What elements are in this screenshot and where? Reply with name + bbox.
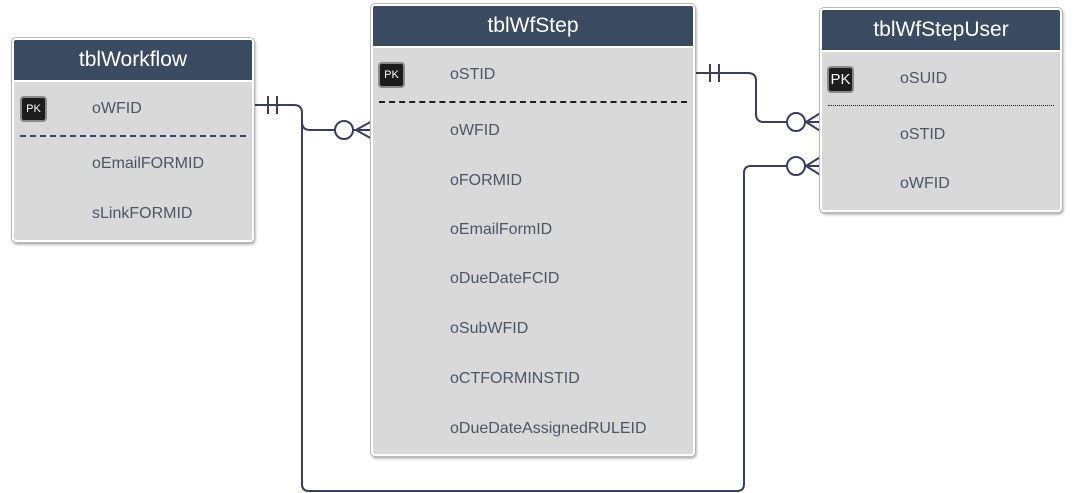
- pk-badge: PK: [827, 66, 854, 93]
- many-mark-3: [804, 155, 823, 177]
- table-workflow[interactable]: tblWorkflow PK oWFID oEmailFORMID sLinkF…: [12, 38, 254, 242]
- many-mark-1: [353, 119, 375, 141]
- zero-mark-1: [334, 120, 354, 140]
- many-mark-2: [804, 111, 823, 133]
- zero-mark-2: [786, 112, 806, 132]
- field-name: oEmailFORMID: [92, 155, 205, 172]
- field-name: oDueDateAssignedRULEID: [450, 420, 647, 437]
- pk-field: oWFID: [92, 100, 142, 117]
- table-title: tblWfStepUser: [822, 10, 1060, 52]
- pk-field: oSTID: [450, 66, 496, 83]
- field-name: oCTFORMINSTID: [450, 370, 580, 387]
- relationship-workflow-stepuser: [301, 120, 822, 492]
- field-name: oWFID: [900, 175, 950, 192]
- field-name: oSTID: [900, 126, 946, 143]
- table-title: tblWfStep: [373, 6, 693, 48]
- relationship-wfstep-stepuser: [692, 72, 822, 123]
- field-name: oFORMID: [450, 172, 522, 189]
- field-name: sLinkFORMID: [92, 205, 193, 222]
- pk-badge: PK: [378, 62, 405, 88]
- pk-field: oSUID: [900, 70, 948, 87]
- table-title: tblWorkflow: [14, 40, 252, 82]
- pk-separator: [379, 101, 687, 103]
- pk-separator: [20, 135, 246, 137]
- field-name: oWFID: [450, 122, 500, 139]
- table-wfstep[interactable]: tblWfStep PK oSTID oWFID oFORMID oEmailF…: [371, 4, 695, 456]
- zero-mark-3: [786, 156, 806, 176]
- field-name: oDueDateFCID: [450, 270, 560, 287]
- field-name: oSubWFID: [450, 320, 529, 337]
- pk-separator: [828, 105, 1054, 106]
- pk-badge: PK: [20, 96, 47, 122]
- relationship-workflow-wfstep: [247, 104, 374, 131]
- table-wfstepuser[interactable]: tblWfStepUser PK oSUID oSTID oWFID: [820, 8, 1062, 212]
- field-name: oEmailFormID: [450, 221, 553, 238]
